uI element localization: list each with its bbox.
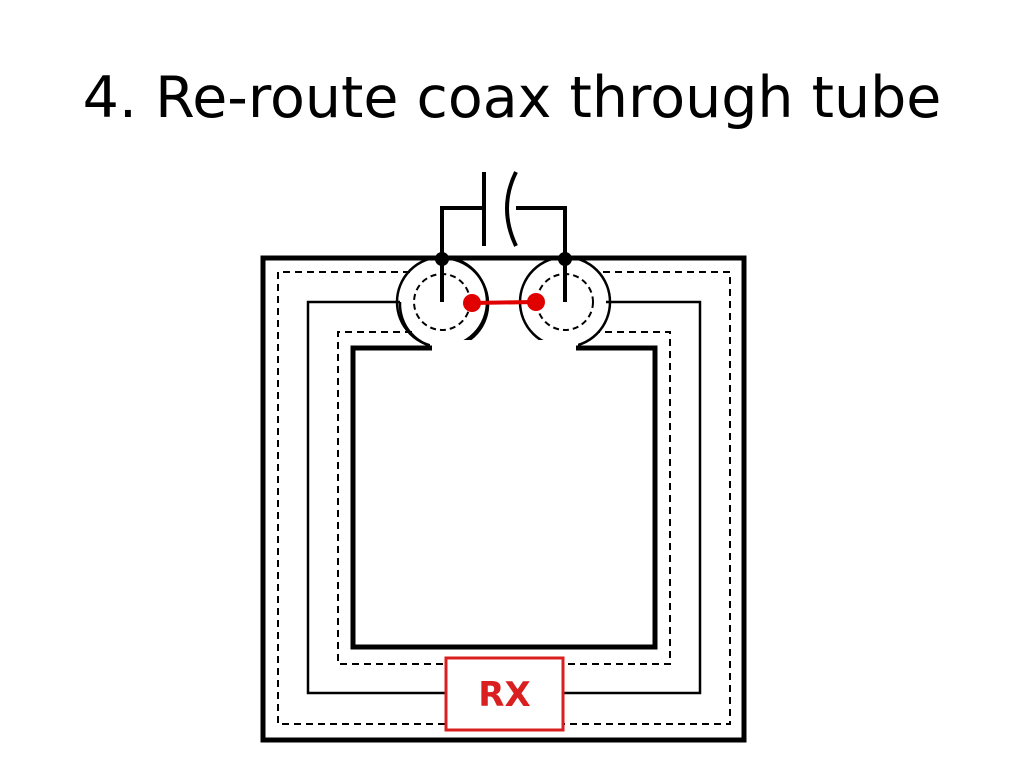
outer-shield-dashed bbox=[277, 271, 731, 725]
capacitor-left-lead bbox=[440, 206, 484, 302]
receiver-label: RX bbox=[478, 675, 530, 715]
outer-tube bbox=[260, 255, 747, 743]
inner-tube bbox=[350, 345, 658, 650]
receiver-box bbox=[444, 656, 565, 732]
red-jumper-left-dot bbox=[463, 294, 481, 312]
coax-center-conductor bbox=[306, 300, 702, 695]
red-jumper-wire bbox=[471, 300, 537, 305]
left-junction-dot bbox=[435, 252, 449, 266]
red-jumper-right-dot bbox=[527, 293, 545, 311]
capacitor-right-lead bbox=[516, 206, 567, 302]
slide-title: 4. Re-route coax through tube bbox=[82, 65, 942, 131]
capacitor-plate-curved bbox=[505, 171, 518, 247]
right-junction-dot bbox=[558, 252, 572, 266]
inner-shield-dashed bbox=[337, 331, 671, 665]
